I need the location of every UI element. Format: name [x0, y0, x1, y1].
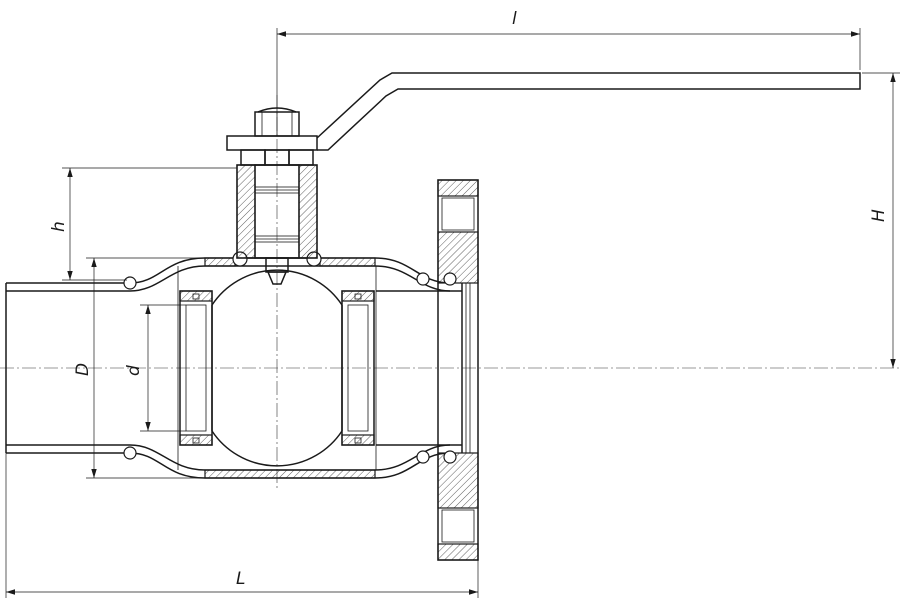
dimension-bore-diameter: d: [124, 304, 186, 432]
dimension-height-H: H: [862, 72, 900, 368]
handle-mount: [226, 107, 318, 151]
label-lever-length: l: [512, 9, 517, 29]
label-body-length: L: [236, 569, 245, 589]
label-bore-diameter: d: [124, 365, 144, 376]
label-height-h: h: [49, 221, 69, 232]
dimension-lever-length: l: [276, 9, 861, 112]
left-pipe: [5, 282, 130, 454]
left-seat: [179, 290, 213, 446]
label-outer-diameter: D: [73, 363, 93, 376]
dimension-body-length: L: [5, 453, 479, 598]
flange: [437, 179, 479, 561]
dimension-outer-diameter: D: [73, 257, 205, 479]
right-pipe: [376, 283, 463, 453]
lever: [316, 72, 861, 151]
label-height-H: H: [869, 209, 889, 222]
right-seat: [341, 290, 375, 446]
center-lines: [0, 95, 900, 490]
stem-housing: [236, 149, 318, 285]
